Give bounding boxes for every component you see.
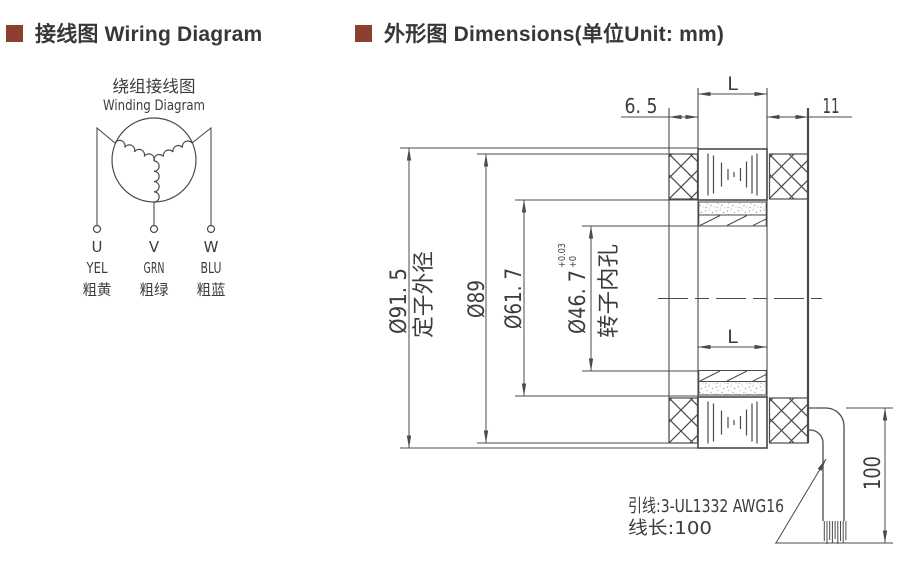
terminal-w-cn: 粗蓝 — [197, 282, 226, 299]
strand-lines — [823, 521, 847, 544]
terminal-u-cn: 粗黄 — [83, 282, 112, 299]
dim-bore-text: Ø61. 7 — [502, 268, 527, 329]
terminal-w-code: BLU — [201, 259, 222, 277]
dim-L-top-text: L — [727, 73, 738, 95]
terminal-u-id: U — [92, 238, 103, 256]
lead-w — [191, 126, 212, 226]
dim-100-text: 100 — [861, 456, 886, 490]
cable-outer — [808, 407, 845, 521]
dim-rotor-bore-label: 转子内孔 — [597, 244, 622, 338]
rotor-hatch-bottom — [699, 370, 767, 382]
outline-lines — [668, 88, 810, 448]
terminal-v — [149, 224, 159, 234]
dim-rotor-bore-text: Ø46. 7 — [566, 270, 591, 334]
dim-od-label: 定子外径 — [412, 251, 437, 338]
end-winding-border-1 — [668, 153, 699, 200]
lead-cable — [808, 407, 845, 521]
wiring-section-title: 接线图 Wiring Diagram — [35, 23, 263, 46]
lead-length-dimension — [775, 407, 893, 544]
section-bullet-icon — [355, 24, 372, 42]
coil-v — [153, 160, 160, 203]
terminal-v-cn: 粗绿 — [140, 282, 169, 299]
dimensions-drawing: 6. 5 L 11 L Ø91. 5 定子外径 Ø89 Ø61. 7 Ø46. … — [387, 73, 893, 544]
note-leader-line — [775, 458, 827, 544]
rotor-hatch-top — [699, 215, 767, 226]
dim-65-text: 6. 5 — [625, 94, 658, 118]
winding-diagram: 绕组接线图 Winding Diagram U V W — [83, 77, 226, 299]
dim-od-text: Ø91. 5 — [387, 268, 412, 334]
lead-u — [96, 126, 116, 226]
terminal-labels: U V W YEL GRN BLU 粗黄 粗绿 粗蓝 — [83, 238, 226, 299]
terminal-v-id: V — [149, 238, 160, 256]
stator-core-top — [697, 148, 768, 201]
lead-note-line2: 线长:100 — [628, 518, 712, 539]
section-header-dimensions: 外形图 Dimensions(单位Unit: mm) — [355, 18, 724, 48]
lead-note-line1: 引线:3-UL1332 AWG16 — [628, 496, 784, 517]
diameter-dimension-lines — [406, 147, 594, 449]
coil-w — [153, 140, 193, 162]
dimensions-section-title: 外形图 Dimensions(单位Unit: mm) — [384, 23, 725, 46]
rotor-band-top — [698, 214, 767, 227]
magnet-band-top — [698, 201, 767, 216]
terminal-w-id: W — [204, 238, 219, 256]
magnet-band-bottom — [698, 381, 767, 396]
dim-L-mid-text: L — [727, 326, 738, 348]
dim-od2-text: Ø89 — [465, 280, 490, 318]
cable-strands — [823, 521, 847, 544]
dim-rotor-bore-tol-upper: +0.03 — [557, 243, 568, 268]
winding-title-cn: 绕组接线图 — [113, 77, 196, 96]
extension-lines — [400, 147, 698, 449]
section-bullet-icon — [6, 24, 23, 42]
lead-lines — [96, 126, 212, 226]
top-dimension-lines — [621, 91, 852, 350]
terminal-w — [206, 224, 216, 234]
terminal-u-code: YEL — [86, 259, 108, 277]
winding-coils — [114, 139, 193, 203]
cable-inner — [808, 429, 824, 521]
dim-rotor-bore-tol-lower: +0 — [568, 256, 579, 268]
winding-title-en: Winding Diagram — [103, 98, 205, 114]
dim-11-text: 11 — [823, 94, 840, 118]
terminal-v-code: GRN — [144, 259, 165, 277]
section-header-wiring: 接线图 Wiring Diagram — [6, 18, 262, 48]
end-winding-border-3 — [668, 397, 699, 444]
rotor-band-bottom — [698, 370, 767, 382]
terminal-u — [92, 224, 102, 234]
coil-u — [114, 139, 155, 162]
terminals — [92, 224, 216, 234]
